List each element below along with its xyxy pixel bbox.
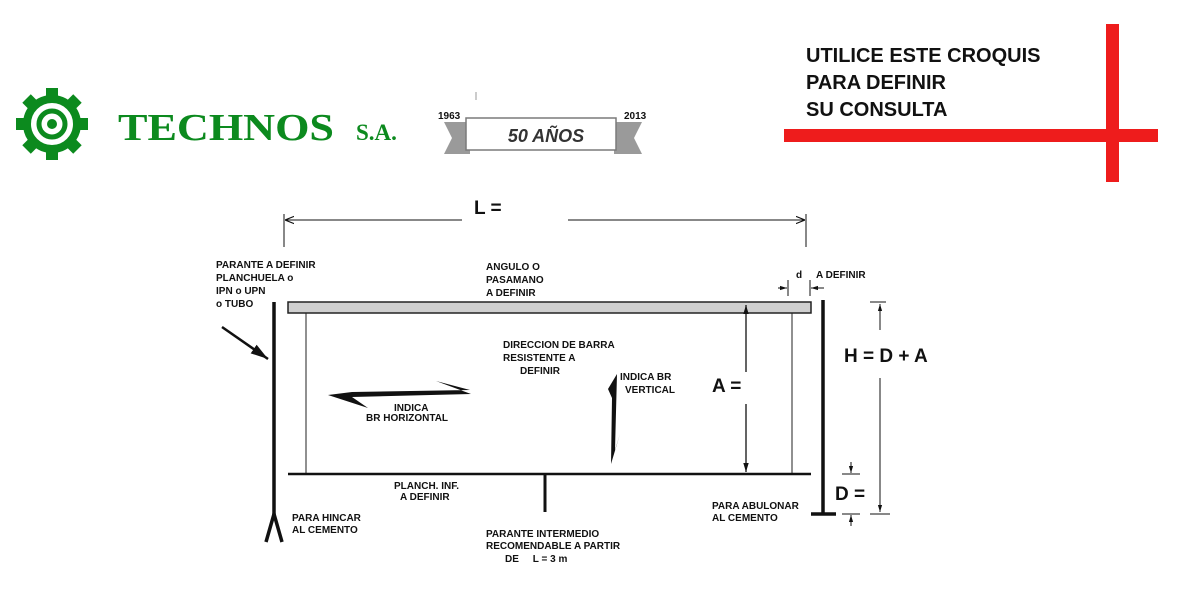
horizontal-label-line-1: INDICA <box>394 403 428 414</box>
length-label: L = <box>474 198 502 219</box>
embed-label-line-2: AL CEMENTO <box>292 525 358 536</box>
left-post-anchor-fork <box>264 507 284 543</box>
post-pointer-arrow <box>221 325 269 361</box>
d-depth-label: D = <box>835 484 865 505</box>
length-dimension: L = <box>283 198 807 247</box>
h-dimension: H = D + A <box>844 301 928 515</box>
post-label-line-1: PARANTE A DEFINIR <box>216 260 316 271</box>
note-line-1: UTILICE ESTE CROQUIS <box>806 45 1040 67</box>
h-label: H = D + A <box>844 346 928 367</box>
note-line-3: SU CONSULTA <box>806 99 947 121</box>
bottom-plate-label-line-2: A DEFINIR <box>400 492 450 503</box>
company-name: TECHNOS <box>118 107 334 149</box>
d-depth-dimension: D = <box>835 462 865 526</box>
bar-direction-label-line-2: RESISTENTE A <box>503 353 575 364</box>
vertical-bar-indicator <box>608 374 620 464</box>
bolt-label-line-1: PARA ABULONAR <box>712 501 800 512</box>
anniversary-year-end: 2013 <box>624 111 647 122</box>
top-rail-label-line-2: PASAMANO <box>486 275 544 286</box>
note-line-2: PARA DEFINIR <box>806 72 947 94</box>
bar-direction-label-line-1: DIRECCION DE BARRA <box>503 340 615 351</box>
top-rail <box>287 301 812 314</box>
a-label: A = <box>712 376 741 397</box>
d-define-label: A DEFINIR <box>816 270 866 281</box>
vertical-label-line-2: VERTICAL <box>625 385 675 396</box>
ribbon-tail-left <box>444 122 470 154</box>
anniversary-ribbon-text: 50 AÑOS <box>508 125 584 146</box>
gear-icon <box>16 88 88 160</box>
note-red-horizontal-bar <box>784 129 1158 142</box>
bottom-plate-label-line-1: PLANCH. INF. <box>394 481 459 492</box>
d-dimension: d A DEFINIR <box>778 270 866 296</box>
mid-post-label-line-2: RECOMENDABLE A PARTIR <box>486 541 621 552</box>
top-rail-label-line-1: ANGULO O <box>486 262 540 273</box>
top-rail-label-line-3: A DEFINIR <box>486 288 536 299</box>
ribbon-banner <box>465 117 617 151</box>
horizontal-bar-indicator <box>328 381 471 408</box>
post-label-line-3: IPN o UPN <box>216 286 265 297</box>
post-label-line-2: PLANCHUELA o <box>216 273 293 284</box>
bar-direction-label-line-3: DEFINIR <box>520 366 561 377</box>
ribbon-tail-right <box>614 122 642 154</box>
bolt-label-line-2: AL CEMENTO <box>712 513 778 524</box>
anniversary-year-start: 1963 <box>438 111 461 122</box>
anniversary-badge: 1963 2013 50 AÑOS <box>438 92 647 154</box>
sketch-note: UTILICE ESTE CROQUIS PARA DEFINIR SU CON… <box>784 24 1158 182</box>
vertical-label-line-1: INDICA BR <box>620 372 672 383</box>
embed-label-line-1: PARA HINCAR <box>292 513 362 524</box>
mid-post-label-line-3: DE L = 3 m <box>505 554 567 565</box>
note-red-vertical-bar <box>1106 24 1119 182</box>
d-label: d <box>796 270 802 281</box>
company-suffix: S.A. <box>356 120 397 145</box>
company-logo: TECHNOS S.A. <box>16 88 397 160</box>
mid-post-label-line-1: PARANTE INTERMEDIO <box>486 529 599 540</box>
post-label-line-4: o TUBO <box>216 299 253 310</box>
horizontal-label-line-2: BR HORIZONTAL <box>366 413 448 424</box>
